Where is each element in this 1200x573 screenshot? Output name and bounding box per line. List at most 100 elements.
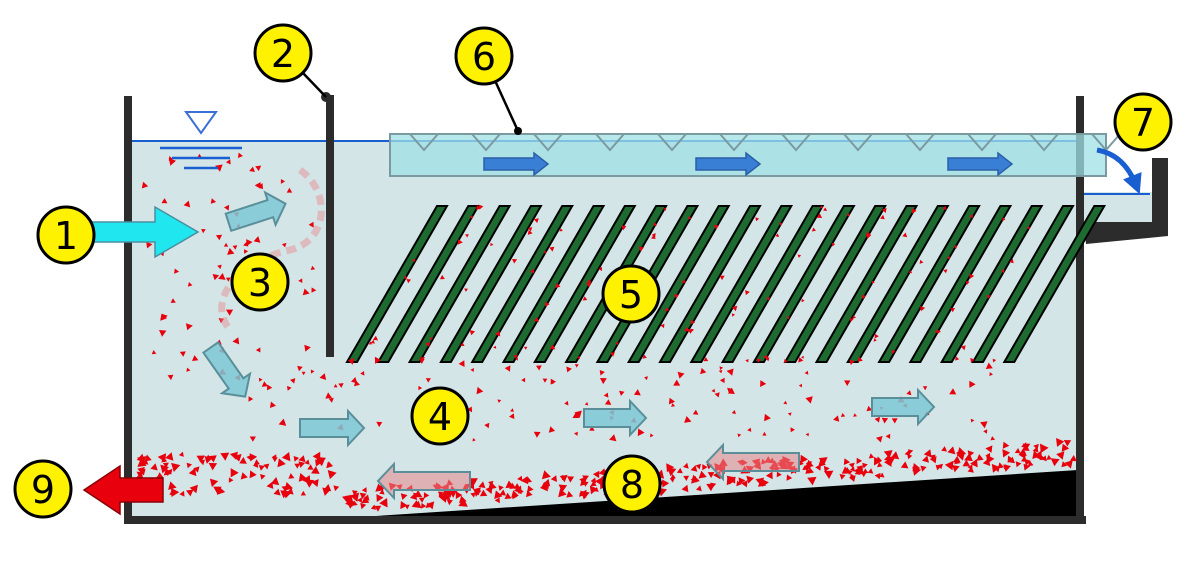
sludge-particle bbox=[139, 468, 146, 476]
sludge-particle bbox=[523, 346, 528, 350]
sludge-particle bbox=[902, 232, 908, 238]
callout-5: 5 bbox=[601, 264, 661, 324]
sludge-particle bbox=[545, 301, 550, 307]
sludge-particle bbox=[404, 504, 410, 510]
sludge-particle bbox=[576, 355, 580, 360]
lamella-plate bbox=[783, 205, 887, 363]
callout-6: 6 bbox=[454, 26, 514, 86]
sludge-particle bbox=[668, 397, 676, 405]
sludge-particle bbox=[490, 242, 494, 247]
sludge-particle bbox=[488, 480, 494, 487]
sludge-particle bbox=[186, 489, 194, 497]
sludge-particle bbox=[542, 478, 551, 487]
sludge-particle bbox=[370, 339, 375, 344]
sludge-particle bbox=[150, 463, 158, 471]
sludge-particle bbox=[986, 295, 991, 299]
sludge-particle bbox=[667, 467, 677, 477]
sludge-particle bbox=[850, 473, 856, 480]
sludge-particle bbox=[244, 249, 249, 254]
sludge-particle bbox=[217, 264, 222, 270]
sludge-particle bbox=[301, 371, 306, 376]
sludge-particle bbox=[1063, 440, 1072, 447]
sludge-particle bbox=[446, 499, 453, 506]
sludge-particle bbox=[495, 331, 501, 337]
sludge-particle bbox=[300, 490, 306, 496]
sludge-particle bbox=[818, 457, 828, 466]
sludge-particle bbox=[955, 356, 960, 361]
sludge-particle bbox=[900, 461, 909, 469]
sludge-particle bbox=[311, 466, 320, 474]
sludge-particle bbox=[288, 473, 295, 479]
sludge-particle bbox=[949, 388, 957, 395]
sludge-particle bbox=[441, 491, 451, 501]
sludge-particle bbox=[840, 413, 846, 417]
sludge-particle bbox=[692, 409, 699, 415]
flow-arrow-inlet bbox=[224, 190, 287, 233]
sludge-particle bbox=[142, 459, 149, 465]
sludge-particle bbox=[969, 214, 973, 219]
sludge-particle bbox=[746, 475, 754, 484]
sludge-particle bbox=[440, 274, 445, 280]
sludge-particle bbox=[167, 374, 174, 381]
sludge-particle bbox=[1015, 461, 1022, 468]
sludge-particle bbox=[673, 379, 681, 386]
sludge-particle bbox=[151, 350, 157, 355]
sludge-particle bbox=[161, 198, 168, 204]
sludge-particle bbox=[418, 385, 423, 391]
sludge-particle bbox=[684, 416, 692, 423]
sludge-particle bbox=[201, 229, 206, 234]
sludge-particle bbox=[690, 465, 698, 472]
sludge-particle bbox=[379, 489, 385, 495]
sludge-particle bbox=[807, 476, 817, 486]
sludge-particle bbox=[476, 386, 484, 395]
sludge-particle bbox=[159, 330, 167, 337]
sludge-particle bbox=[544, 250, 547, 254]
sludge-particle bbox=[941, 446, 947, 452]
leader-dot-6 bbox=[514, 127, 522, 135]
sludge-particle bbox=[1002, 449, 1011, 458]
sludge-particle bbox=[253, 236, 261, 243]
inlet-arrow bbox=[89, 205, 200, 259]
sludge-particle bbox=[255, 347, 261, 353]
sludge-particle bbox=[831, 242, 836, 247]
sludge-particle bbox=[333, 485, 340, 492]
sludge-particle bbox=[755, 477, 765, 486]
sludge-particle bbox=[638, 246, 644, 252]
sludge-particle bbox=[969, 273, 975, 279]
sludge-particle bbox=[731, 410, 736, 415]
sludge-particle bbox=[550, 475, 557, 482]
sludge-particle bbox=[943, 269, 948, 274]
sludge-particle bbox=[515, 357, 518, 361]
sludge-particle bbox=[879, 472, 885, 478]
sludge-particle bbox=[764, 413, 771, 422]
sludge-particle bbox=[215, 164, 223, 172]
flow-arrows bbox=[202, 190, 936, 501]
sludge-particle bbox=[494, 497, 500, 504]
sludge-particle bbox=[787, 412, 792, 416]
sludge-particle bbox=[504, 492, 512, 499]
lamella-plate bbox=[689, 205, 794, 363]
sludge-particle bbox=[874, 472, 881, 480]
sludge-particle bbox=[820, 205, 824, 209]
sludge-particle bbox=[472, 438, 476, 442]
sludge-particle bbox=[156, 472, 164, 479]
sludge-particle bbox=[644, 376, 648, 381]
sludge-particle bbox=[225, 159, 231, 165]
sludge-particle bbox=[361, 487, 367, 493]
sludge-particle bbox=[856, 465, 864, 472]
sludge-particle bbox=[805, 467, 812, 474]
sludge-particle bbox=[677, 371, 685, 379]
sludge-particle bbox=[273, 488, 281, 496]
sludge-particle bbox=[857, 356, 863, 362]
sludge-particle bbox=[883, 450, 893, 459]
sludge-particle bbox=[476, 205, 481, 211]
sludge-particle bbox=[136, 453, 145, 462]
sludge-particle bbox=[683, 462, 689, 469]
sludge-particle bbox=[1009, 258, 1014, 264]
lamella-plate bbox=[720, 205, 825, 363]
sludge-particle bbox=[566, 366, 572, 373]
sludge-particle bbox=[549, 344, 556, 350]
sludge-particle bbox=[304, 459, 310, 465]
sludge-particle bbox=[376, 421, 383, 428]
